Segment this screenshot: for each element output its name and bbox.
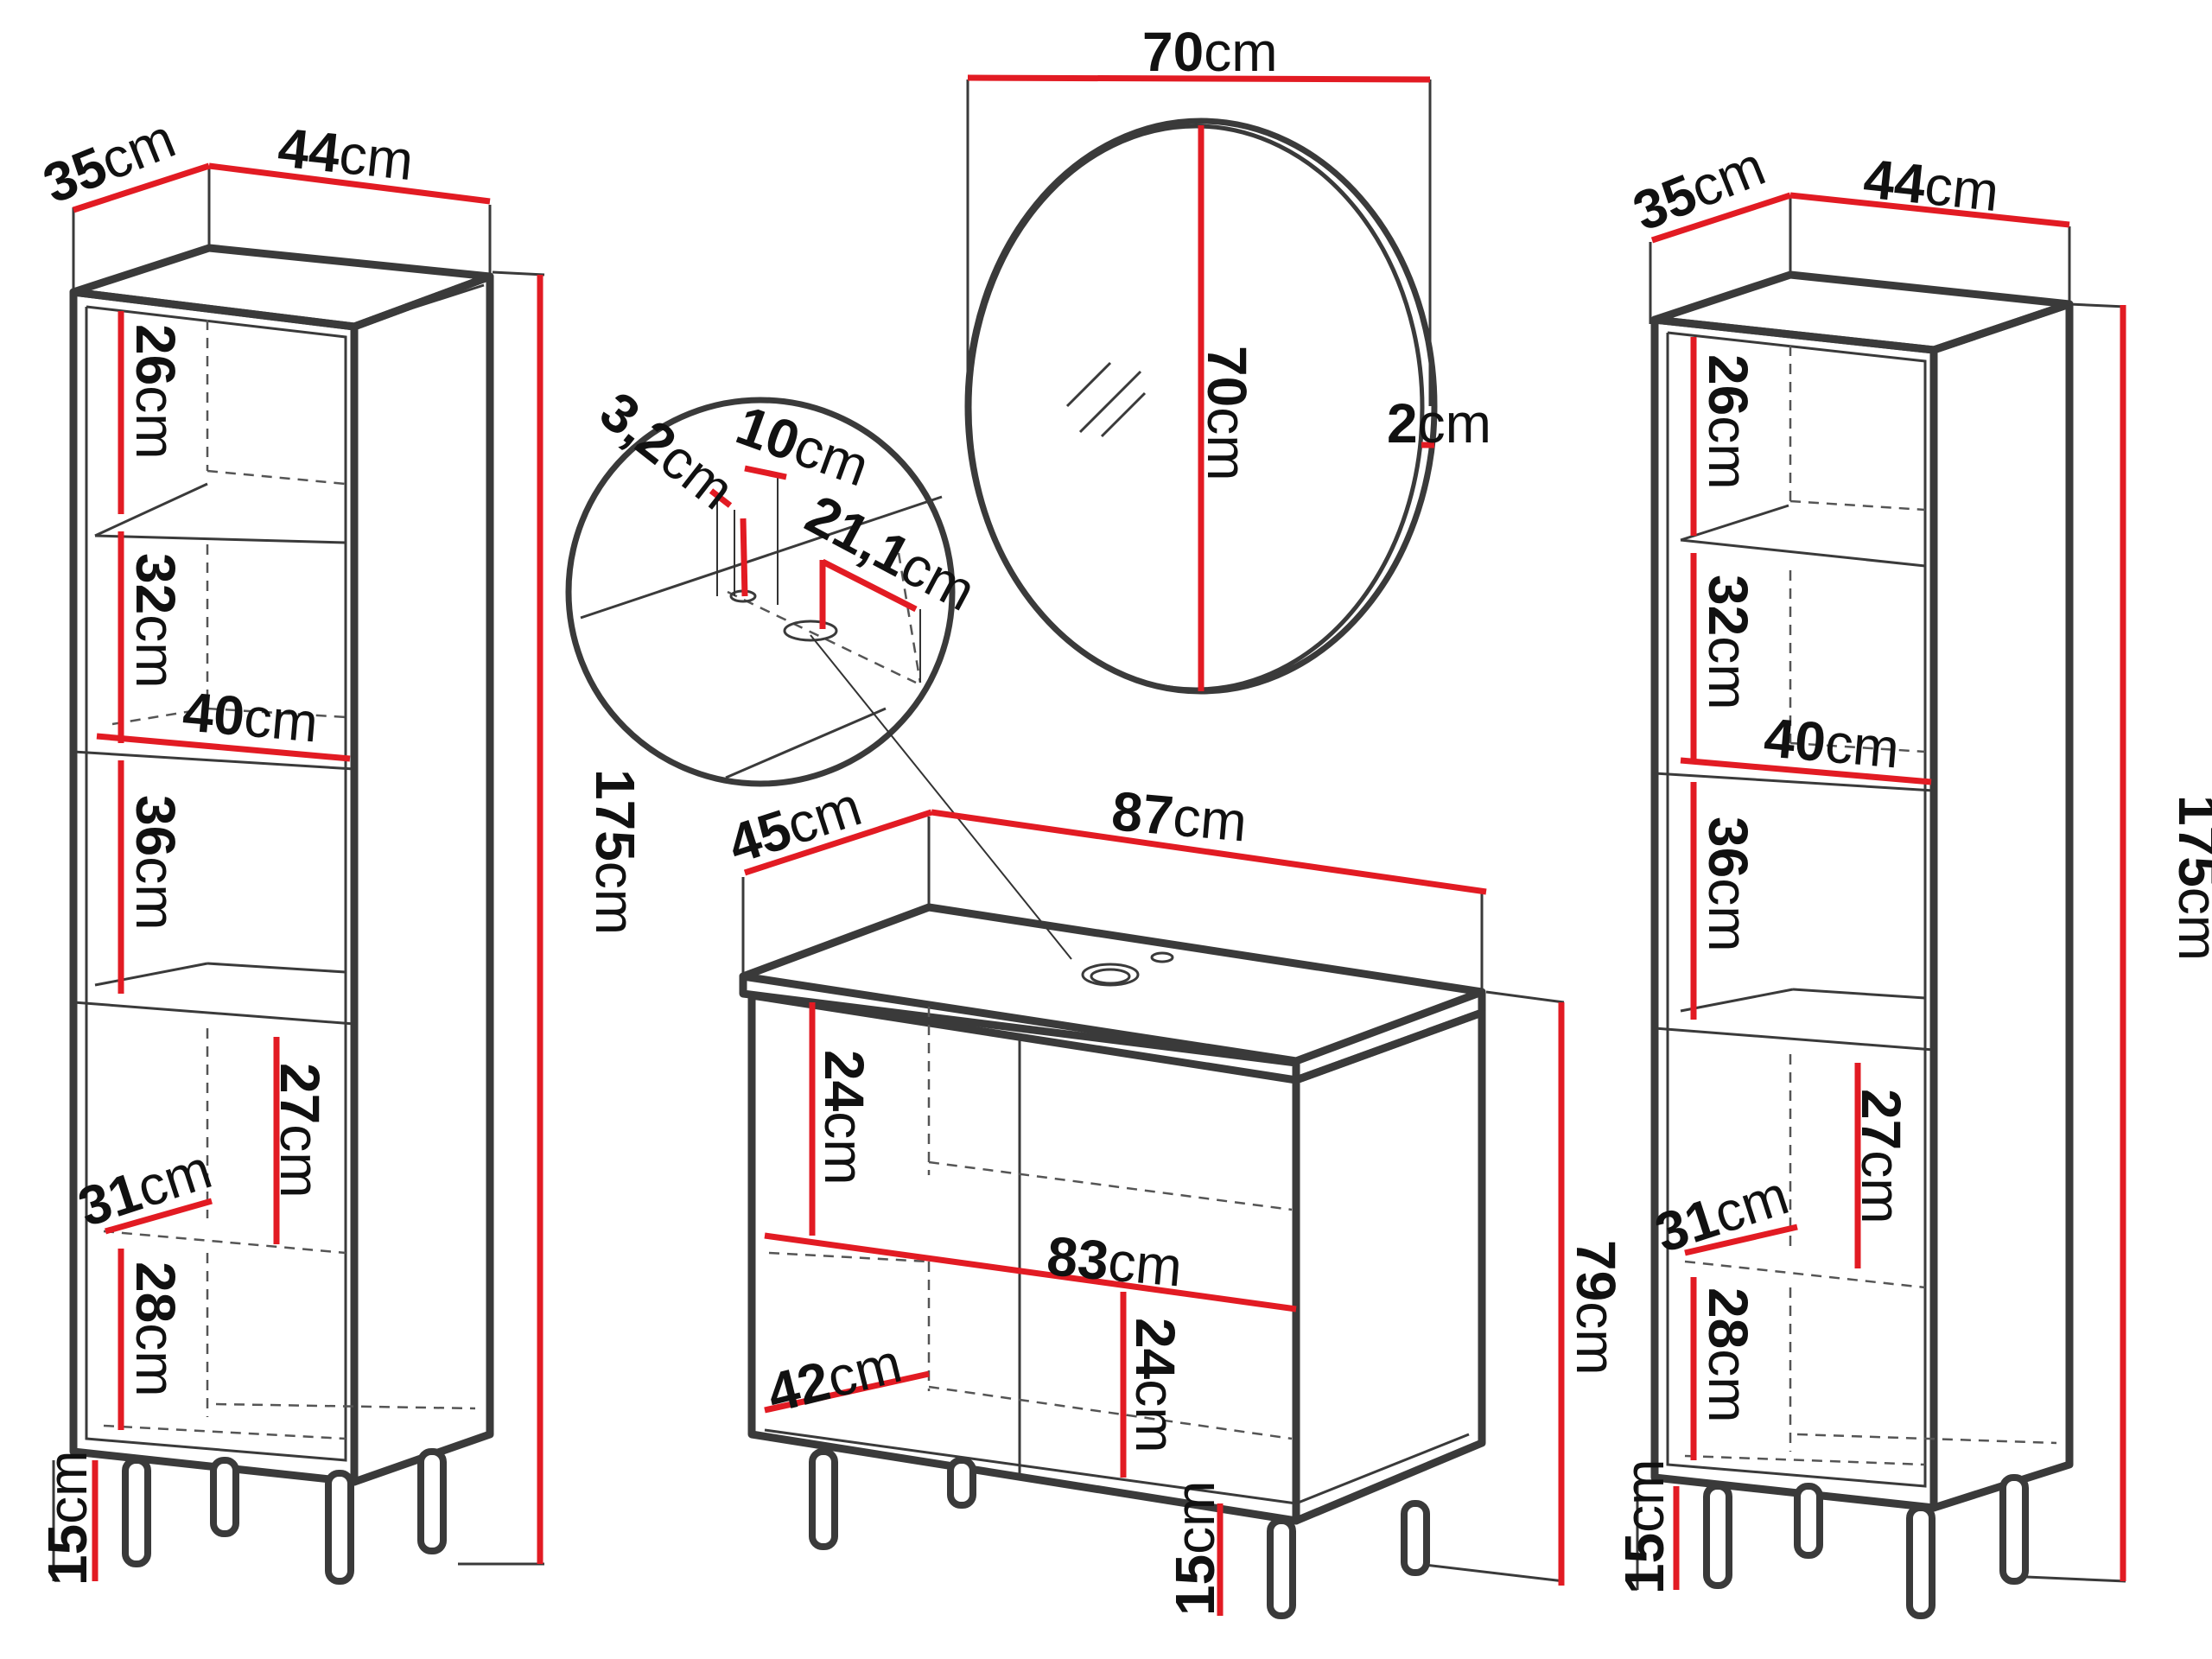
tall-right-width-label: 44cm (1861, 147, 2002, 223)
tall-right-inner-depth-label: 31cm (1648, 1163, 1796, 1264)
tall-right-height-label: 175cm (2167, 795, 2212, 961)
round-mirror (964, 74, 1438, 695)
tall-left-door-bottom-label: 28cm (124, 1262, 187, 1397)
sink-depth-label: 45cm (721, 774, 868, 875)
sink-height-label: 79cm (1565, 1240, 1627, 1376)
tall-cabinet-left (52, 162, 545, 1585)
tall-left-inner-depth-label: 31cm (71, 1137, 219, 1238)
tall-left-door-top-label: 27cm (269, 1063, 331, 1198)
dimension-labels: 35cm 44cm 175cm 26cm 32cm 40cm 36cm 27cm… (35, 21, 2212, 1616)
tall-left-width-label: 44cm (276, 116, 416, 192)
detail-hole-gap-label: 10cm (728, 393, 877, 498)
tall-right-shelf1-label: 26cm (1697, 354, 1759, 490)
tall-right-shelf2-label: 32cm (1697, 575, 1759, 710)
tall-left-height-label: 175cm (584, 769, 646, 935)
tall-right-legs-label: 15cm (1613, 1459, 1675, 1595)
mirror-thickness-label: 2cm (1387, 392, 1491, 454)
mirror-height-label: 70cm (1196, 346, 1258, 481)
tall-left-inner-width-label: 40cm (181, 680, 321, 753)
sink-hole-detail (565, 397, 1072, 960)
sink-lower-shelf-label: 24cm (1124, 1318, 1186, 1453)
tall-left-shelf3-label: 36cm (124, 795, 187, 931)
tall-right-inner-width-label: 40cm (1762, 706, 1902, 779)
sink-inner-width-label: 83cm (1045, 1224, 1185, 1298)
tall-left-shelf2-label: 32cm (124, 553, 187, 689)
tall-right-door-top-label: 27cm (1850, 1089, 1912, 1224)
tall-cabinet-right (1636, 192, 2126, 1619)
tall-right-door-bottom-label: 28cm (1697, 1287, 1759, 1423)
sink-upper-shelf-label: 24cm (813, 1050, 875, 1185)
sink-width-label: 87cm (1109, 779, 1249, 853)
tall-left-shelf1-label: 26cm (124, 324, 187, 460)
sink-legs-label: 15cm (1164, 1481, 1226, 1617)
tall-left-legs-label: 15cm (36, 1451, 99, 1586)
sink-inner-depth-label: 42cm (761, 1332, 907, 1425)
sink-cabinet (739, 809, 1565, 1619)
mirror-width-label: 70cm (1142, 21, 1278, 83)
tall-right-shelf3-label: 36cm (1697, 817, 1759, 952)
